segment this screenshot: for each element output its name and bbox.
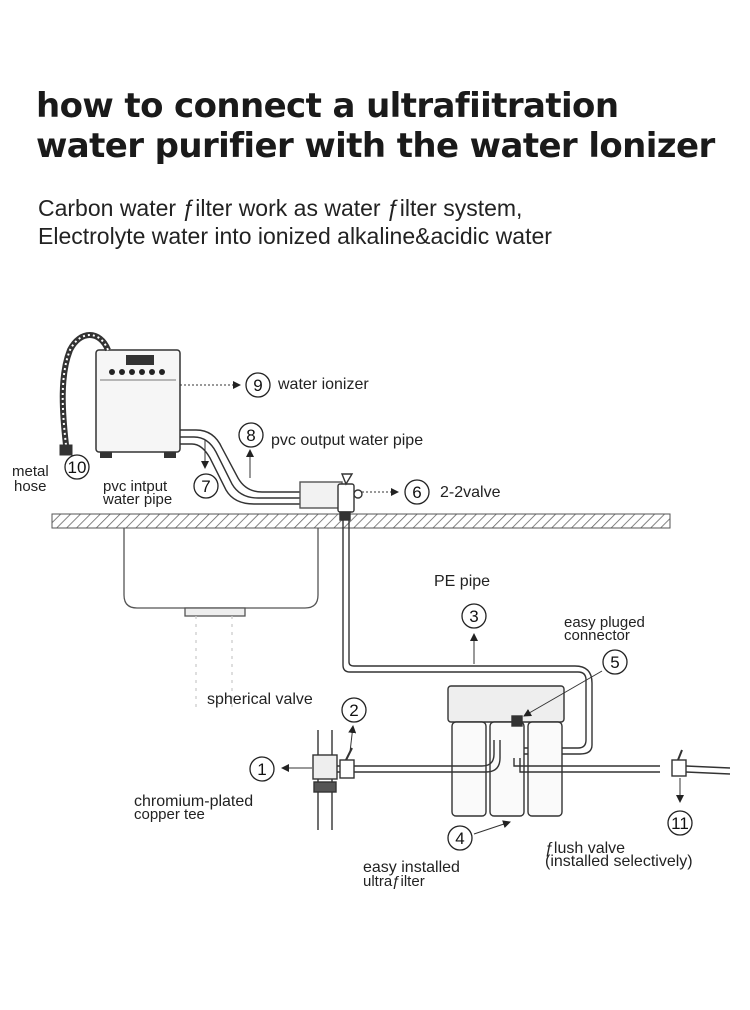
callout-8: 8 pvc output water pipe bbox=[238, 422, 423, 478]
callout-6: 6 2-2valve bbox=[362, 479, 501, 505]
callout-2: spherical valve 2 bbox=[207, 691, 367, 753]
two-way-valve bbox=[337, 473, 363, 521]
callout-11-label-2: (installed selectively) bbox=[545, 853, 693, 870]
callout-11-label-1: ƒlush valve bbox=[545, 840, 625, 857]
callout-1-label-2: copper tee bbox=[134, 806, 205, 823]
callout-11-number: 11 bbox=[671, 814, 689, 833]
callout-10-label-2: hose bbox=[14, 478, 47, 495]
pe-pipe bbox=[342, 520, 593, 755]
callout-1-number: 1 bbox=[257, 760, 266, 779]
callout-7-label-2: water pipe bbox=[102, 491, 172, 508]
callout-5-label-1: easy pluged bbox=[564, 614, 645, 631]
sink-basin bbox=[123, 528, 319, 710]
callout-9-number: 9 bbox=[253, 376, 262, 395]
callout-9-label: water ionizer bbox=[277, 376, 369, 393]
callout-11: 11 ƒlush valve (installed selectively) bbox=[545, 778, 693, 870]
callout-4: 4 easy installed ultraƒilter bbox=[363, 820, 511, 890]
callout-1: 1 chromium-plated copper tee bbox=[134, 756, 312, 823]
countertop bbox=[51, 513, 671, 529]
callout-10-label-1: metal bbox=[12, 463, 49, 480]
title-line-2: water purifier with the water lonizer bbox=[36, 126, 715, 166]
callout-2-number: 2 bbox=[349, 701, 358, 720]
callout-1-label-1: chromium-plated bbox=[134, 793, 253, 810]
callout-4-label-2: ultraƒilter bbox=[363, 873, 425, 890]
callout-9: 9 water ionizer bbox=[180, 372, 369, 398]
callout-5-label-2: connector bbox=[564, 627, 630, 644]
metal-hose bbox=[59, 332, 111, 456]
callout-3: PE pipe 3 bbox=[434, 573, 490, 664]
subtitle-line-1: Carbon water ƒilter work as water ƒilter… bbox=[38, 195, 523, 221]
callout-3-number: 3 bbox=[469, 607, 478, 626]
callout-4-label-1: easy installed bbox=[363, 859, 460, 876]
callout-6-number: 6 bbox=[412, 483, 421, 502]
ultrafilter-unit bbox=[447, 685, 565, 817]
callout-7-label-1: pvc intput bbox=[103, 478, 168, 495]
callout-3-label: PE pipe bbox=[434, 573, 490, 590]
callout-4-number: 4 bbox=[455, 829, 464, 848]
callout-8-label: pvc output water pipe bbox=[271, 432, 423, 449]
callout-7-number: 7 bbox=[201, 477, 210, 496]
supply-line bbox=[312, 730, 731, 830]
pvc-pipes bbox=[180, 429, 343, 509]
callout-10-number: 10 bbox=[68, 458, 87, 477]
water-ionizer-unit bbox=[95, 349, 181, 458]
callout-2-label: spherical valve bbox=[207, 691, 313, 708]
callout-7: 7 pvc intput water pipe bbox=[102, 440, 219, 508]
callout-10: 10 metal hose bbox=[12, 454, 90, 495]
callout-5-number: 5 bbox=[610, 653, 619, 672]
callout-8-number: 8 bbox=[246, 426, 255, 445]
subtitle-line-2: Electrolyte water into ionized alkaline&… bbox=[38, 223, 552, 249]
callout-5: easy pluged connector 5 bbox=[523, 614, 645, 717]
callout-6-label: 2-2valve bbox=[440, 484, 501, 501]
title-line-1: how to connect a ultrafiitration bbox=[36, 86, 619, 126]
